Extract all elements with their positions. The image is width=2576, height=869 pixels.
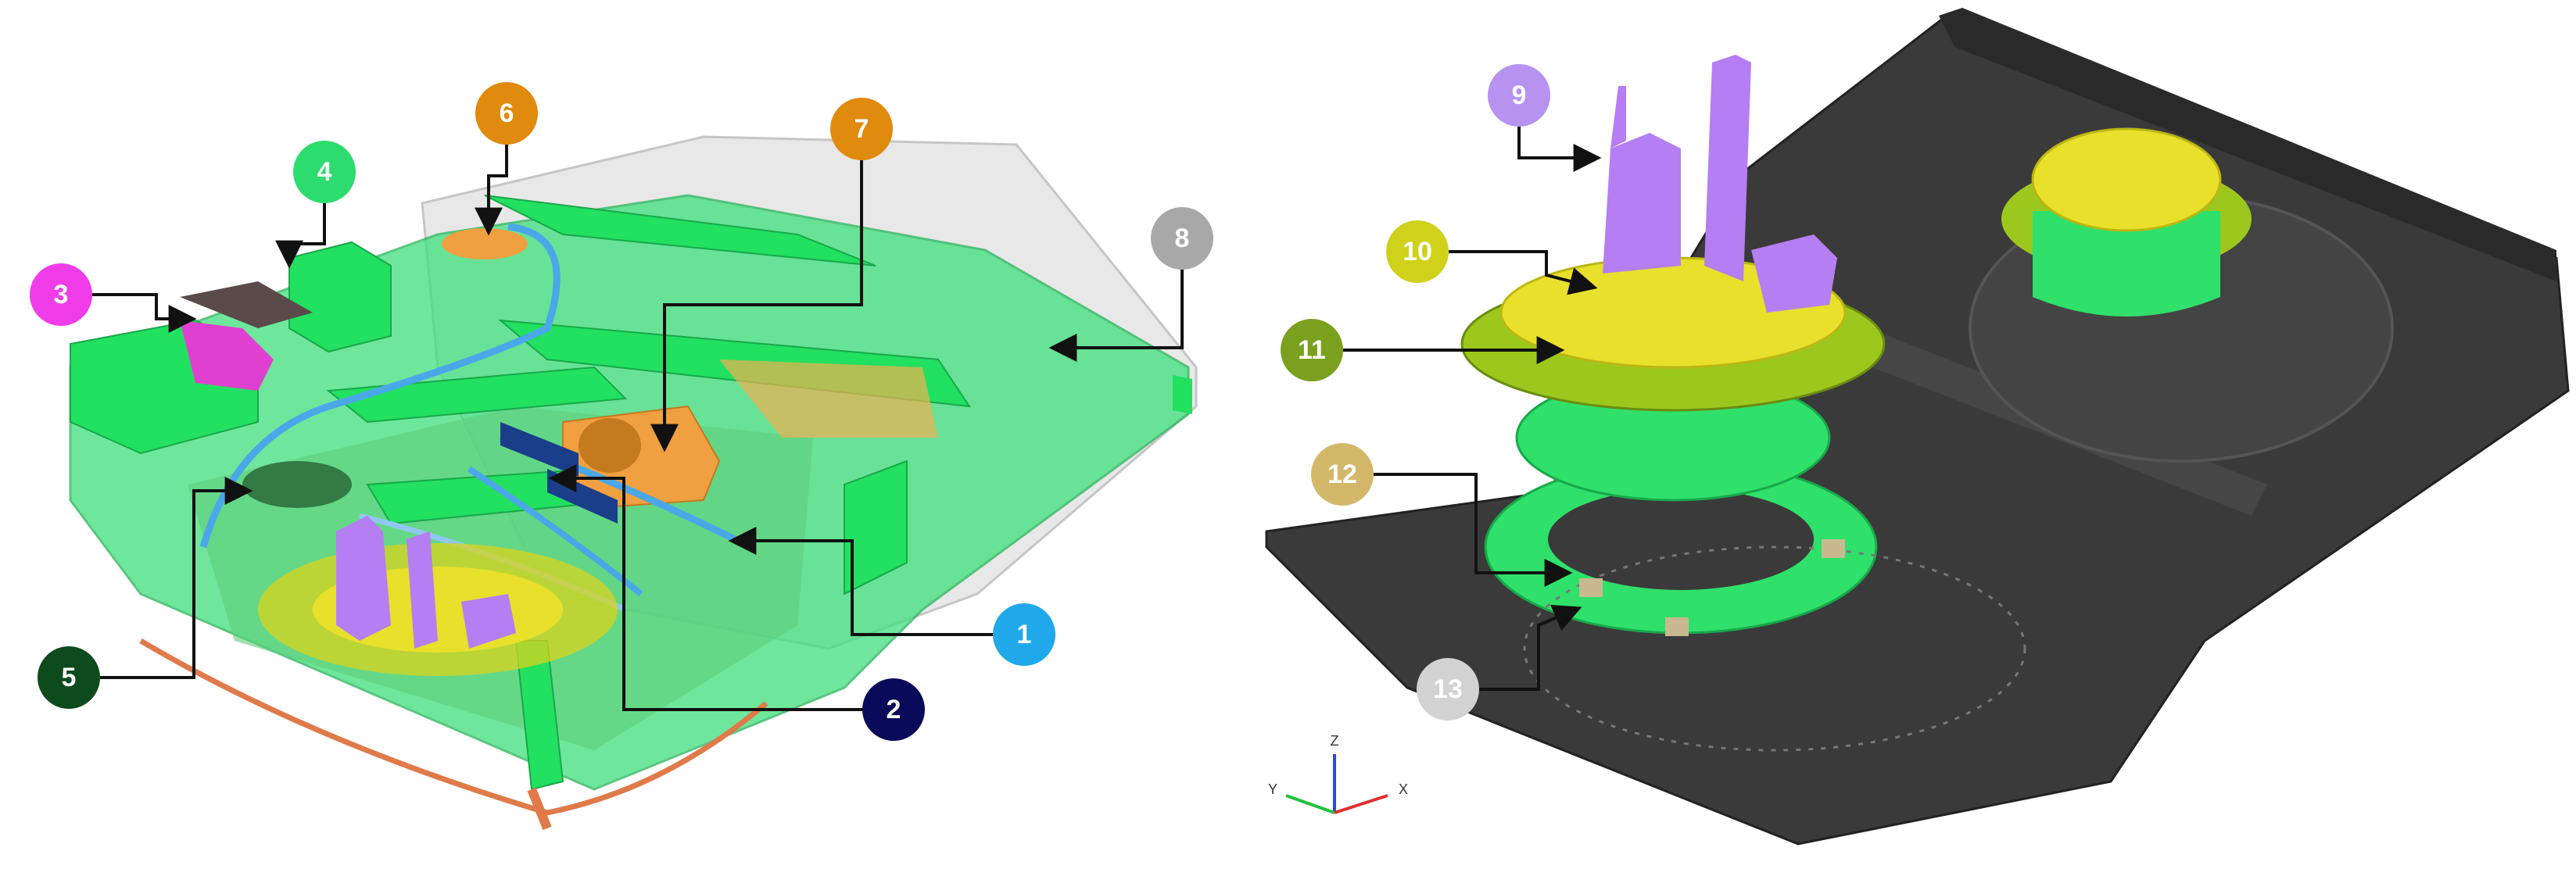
axis-x-label: X xyxy=(1399,781,1408,797)
callout-12-circle xyxy=(1311,443,1374,506)
callout-2-label: 2 xyxy=(887,695,901,724)
tank-flap-right xyxy=(1173,375,1192,414)
leader-4 xyxy=(275,203,326,269)
floor-panel-illustration: Z Y X xyxy=(1265,8,2570,846)
pump-module-left xyxy=(336,516,391,641)
callout-10-circle xyxy=(1386,220,1449,283)
callout-6-label: 6 xyxy=(500,98,514,128)
exploded-ring-lower-hole xyxy=(1548,488,1814,590)
pump-unit-9-stem xyxy=(1610,86,1626,148)
callout-13-label: 13 xyxy=(1433,674,1463,704)
leader-10 xyxy=(1449,250,1598,295)
callout-3-circle xyxy=(30,263,92,326)
canister-5 xyxy=(242,461,352,508)
copper-line xyxy=(139,638,769,816)
callout-13-circle xyxy=(1417,658,1479,721)
callout-7-circle xyxy=(830,98,893,160)
callout-8-label: 8 xyxy=(1175,224,1190,253)
callout-9: 9 xyxy=(1488,64,1550,127)
tank-baffle-3 xyxy=(326,366,628,424)
callout-1: 1 xyxy=(993,603,1055,666)
pump-module-left-3 xyxy=(461,594,516,649)
callout-4-label: 4 xyxy=(317,157,332,187)
callout-5-circle xyxy=(38,646,100,709)
installed-flange-top xyxy=(2031,127,2222,232)
pump-unit-9 xyxy=(1603,133,1681,274)
callout-6: 6 xyxy=(475,82,538,145)
pipe-3 xyxy=(467,466,643,597)
callout-10-label: 10 xyxy=(1403,237,1432,266)
callout-5-label: 5 xyxy=(62,663,77,692)
callout-4: 4 xyxy=(293,141,356,203)
callout-9-circle xyxy=(1488,64,1550,127)
pump-unit-9-side xyxy=(1751,234,1837,313)
bracket-6 xyxy=(442,228,528,259)
callout-11-label: 11 xyxy=(1298,335,1326,365)
callout-11-circle xyxy=(1281,319,1343,381)
callout-9-label: 9 xyxy=(1512,80,1527,110)
callout-4-circle xyxy=(293,141,356,203)
floor-rear-rail xyxy=(1939,8,2556,281)
leader-lines xyxy=(92,127,1602,711)
callout-8-circle xyxy=(1151,207,1213,270)
tank-wall-right xyxy=(844,460,908,595)
axis-z-label: Z xyxy=(1331,733,1339,749)
leader-12 xyxy=(1374,473,1573,587)
clip-13c xyxy=(1822,539,1845,558)
leader-2 xyxy=(548,464,864,711)
callout-7: 7 xyxy=(830,98,893,160)
callout-2-circle xyxy=(862,678,925,741)
leader-13 xyxy=(1479,605,1582,691)
leader-6 xyxy=(475,145,508,236)
axis-x-line xyxy=(1334,794,1388,814)
installed-flange-collar xyxy=(2033,211,2220,316)
clip-13a xyxy=(1579,578,1603,597)
leader-9 xyxy=(1517,127,1602,172)
callout-2: 2 xyxy=(862,678,925,741)
leader-8 xyxy=(1048,270,1184,362)
bracket-rear-orange xyxy=(719,359,938,438)
axis-y-label: Y xyxy=(1268,781,1277,797)
clip-13b xyxy=(1665,617,1689,636)
callout-12: 12 xyxy=(1311,443,1374,506)
leader-5 xyxy=(100,477,253,679)
callout-1-label: 1 xyxy=(1017,620,1032,649)
bracket-7-hole xyxy=(579,418,641,473)
copper-line-2 xyxy=(527,787,552,831)
pump-module-left-2 xyxy=(407,531,438,649)
floor-clip-circle xyxy=(1523,545,2026,752)
callout-1-circle xyxy=(993,603,1055,666)
callout-13: 13 xyxy=(1417,658,1479,721)
fuel-tank-illustration xyxy=(69,135,1198,831)
valve-dark xyxy=(500,422,579,477)
pump-unit-9-tower xyxy=(1704,55,1751,281)
leader-1 xyxy=(728,527,994,636)
axis-y-line xyxy=(1285,794,1335,814)
callout-11: 11 xyxy=(1281,319,1343,381)
callout-5: 5 xyxy=(38,646,100,709)
callout-12-label: 12 xyxy=(1327,460,1357,489)
axis-triad: Z Y X xyxy=(1268,733,1408,814)
callout-7-label: 7 xyxy=(854,114,869,144)
tank-baffle-1 xyxy=(484,195,876,266)
callout-6-circle xyxy=(475,82,538,145)
leader-7 xyxy=(650,160,863,452)
floor-panel xyxy=(1265,14,2570,846)
connector-3 xyxy=(180,320,274,391)
pipe-1 xyxy=(199,223,561,549)
callout-10: 10 xyxy=(1386,220,1449,283)
connector-3-dark xyxy=(180,281,313,328)
callout-3: 3 xyxy=(30,263,92,326)
tank-block-left-tall xyxy=(288,241,392,353)
callout-8: 8 xyxy=(1151,207,1213,270)
callout-3-label: 3 xyxy=(54,280,69,309)
leader-3 xyxy=(92,293,197,333)
